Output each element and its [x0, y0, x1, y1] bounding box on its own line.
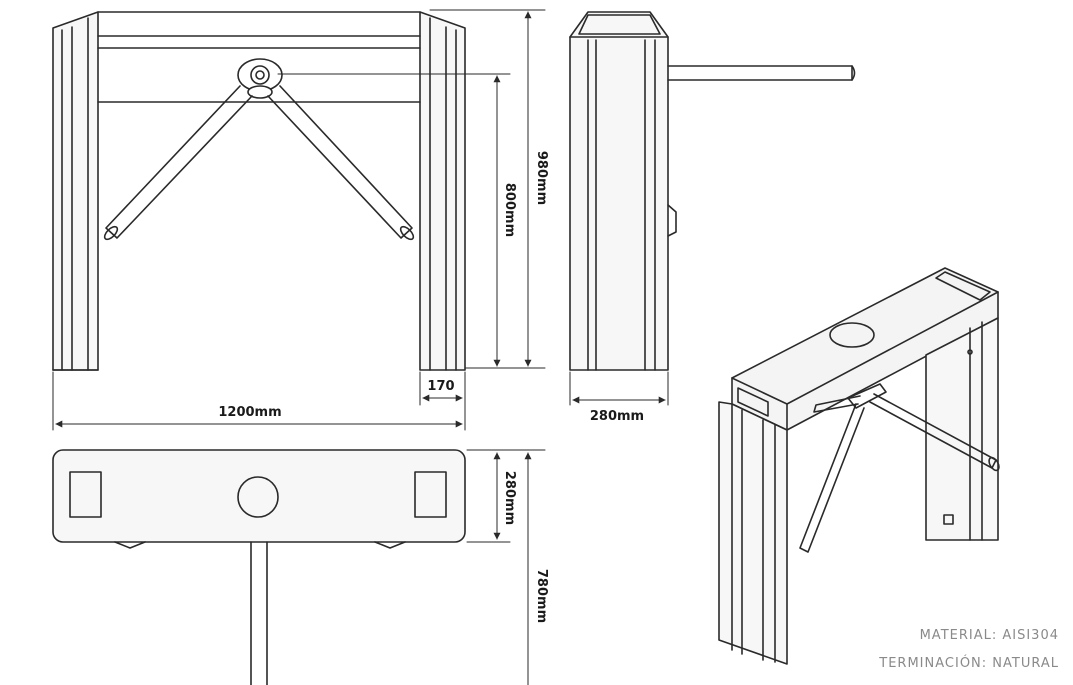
top-dimensions — [466, 449, 546, 685]
front-dimensions — [52, 9, 546, 431]
dim-arm-length-top: 780mm — [534, 569, 549, 623]
side-dimensions — [569, 371, 669, 406]
top-view — [52, 449, 466, 685]
isometric-view — [718, 267, 1000, 665]
dim-width-front: 1200mm — [218, 405, 281, 420]
dim-height-total: 980mm — [534, 151, 549, 205]
material-note: MATERIAL: AISI304 — [919, 628, 1059, 643]
finish-note: TERMINACIÓN: NATURAL — [879, 656, 1059, 671]
dim-depth-side: 280mm — [590, 409, 644, 424]
dim-height-arm: 800mm — [502, 183, 517, 237]
dim-depth-top: 280mm — [502, 471, 517, 525]
side-view — [569, 11, 856, 371]
dim-post-width: 170 — [427, 379, 454, 394]
front-view — [52, 11, 466, 371]
